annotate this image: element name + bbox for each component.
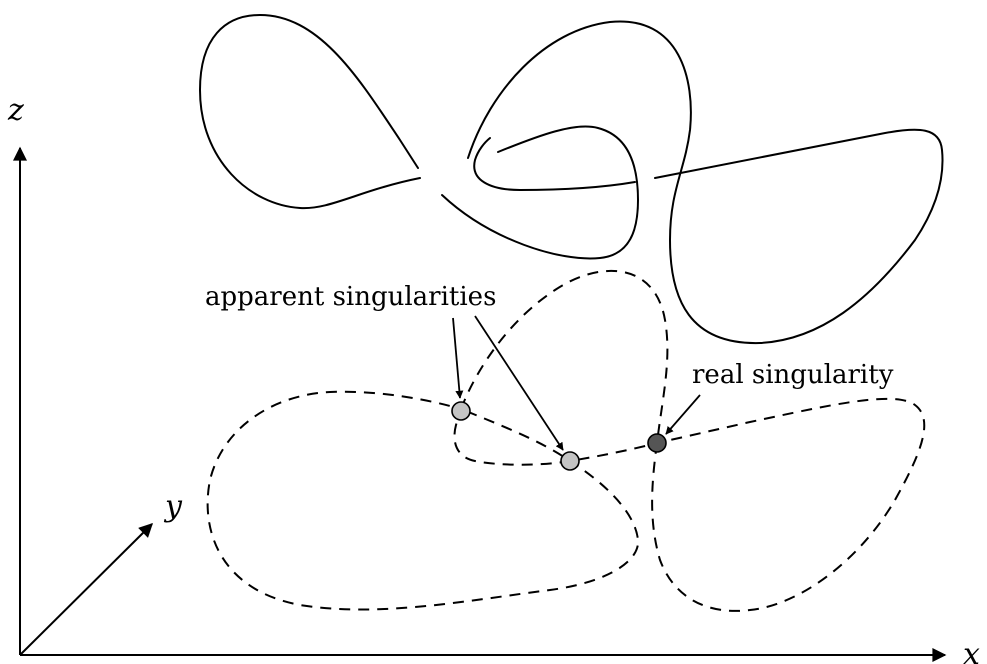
projection-curve xyxy=(206,269,926,612)
singularity-points xyxy=(451,401,667,471)
x-axis-label: x xyxy=(963,637,980,664)
real-arrow xyxy=(665,394,701,435)
annotations: apparent singularities real singularity xyxy=(205,282,894,451)
z-axis-label: z xyxy=(7,93,24,128)
y-axis xyxy=(19,523,153,656)
real-singularity-point xyxy=(647,433,667,453)
apparent-singularity-point-2 xyxy=(560,451,580,471)
y-axis-label: y xyxy=(163,489,183,524)
apparent-singularities-label: apparent singularities xyxy=(205,282,496,312)
knot-projection-2d xyxy=(206,269,926,612)
apparent-arrow-1 xyxy=(452,317,464,399)
apparent-singularity-point-1 xyxy=(451,401,471,421)
apparent-arrow-2 xyxy=(474,315,564,451)
knot-strand-left-loop xyxy=(199,14,421,210)
real-singularity-label: real singularity xyxy=(692,360,894,390)
coordinate-axes: z x y xyxy=(7,93,980,664)
knot-strand-crossing xyxy=(473,137,636,191)
knot-strand-upper-arc xyxy=(441,125,639,260)
knot-strand-middle xyxy=(467,20,944,345)
knot-curve-3d xyxy=(199,14,944,345)
